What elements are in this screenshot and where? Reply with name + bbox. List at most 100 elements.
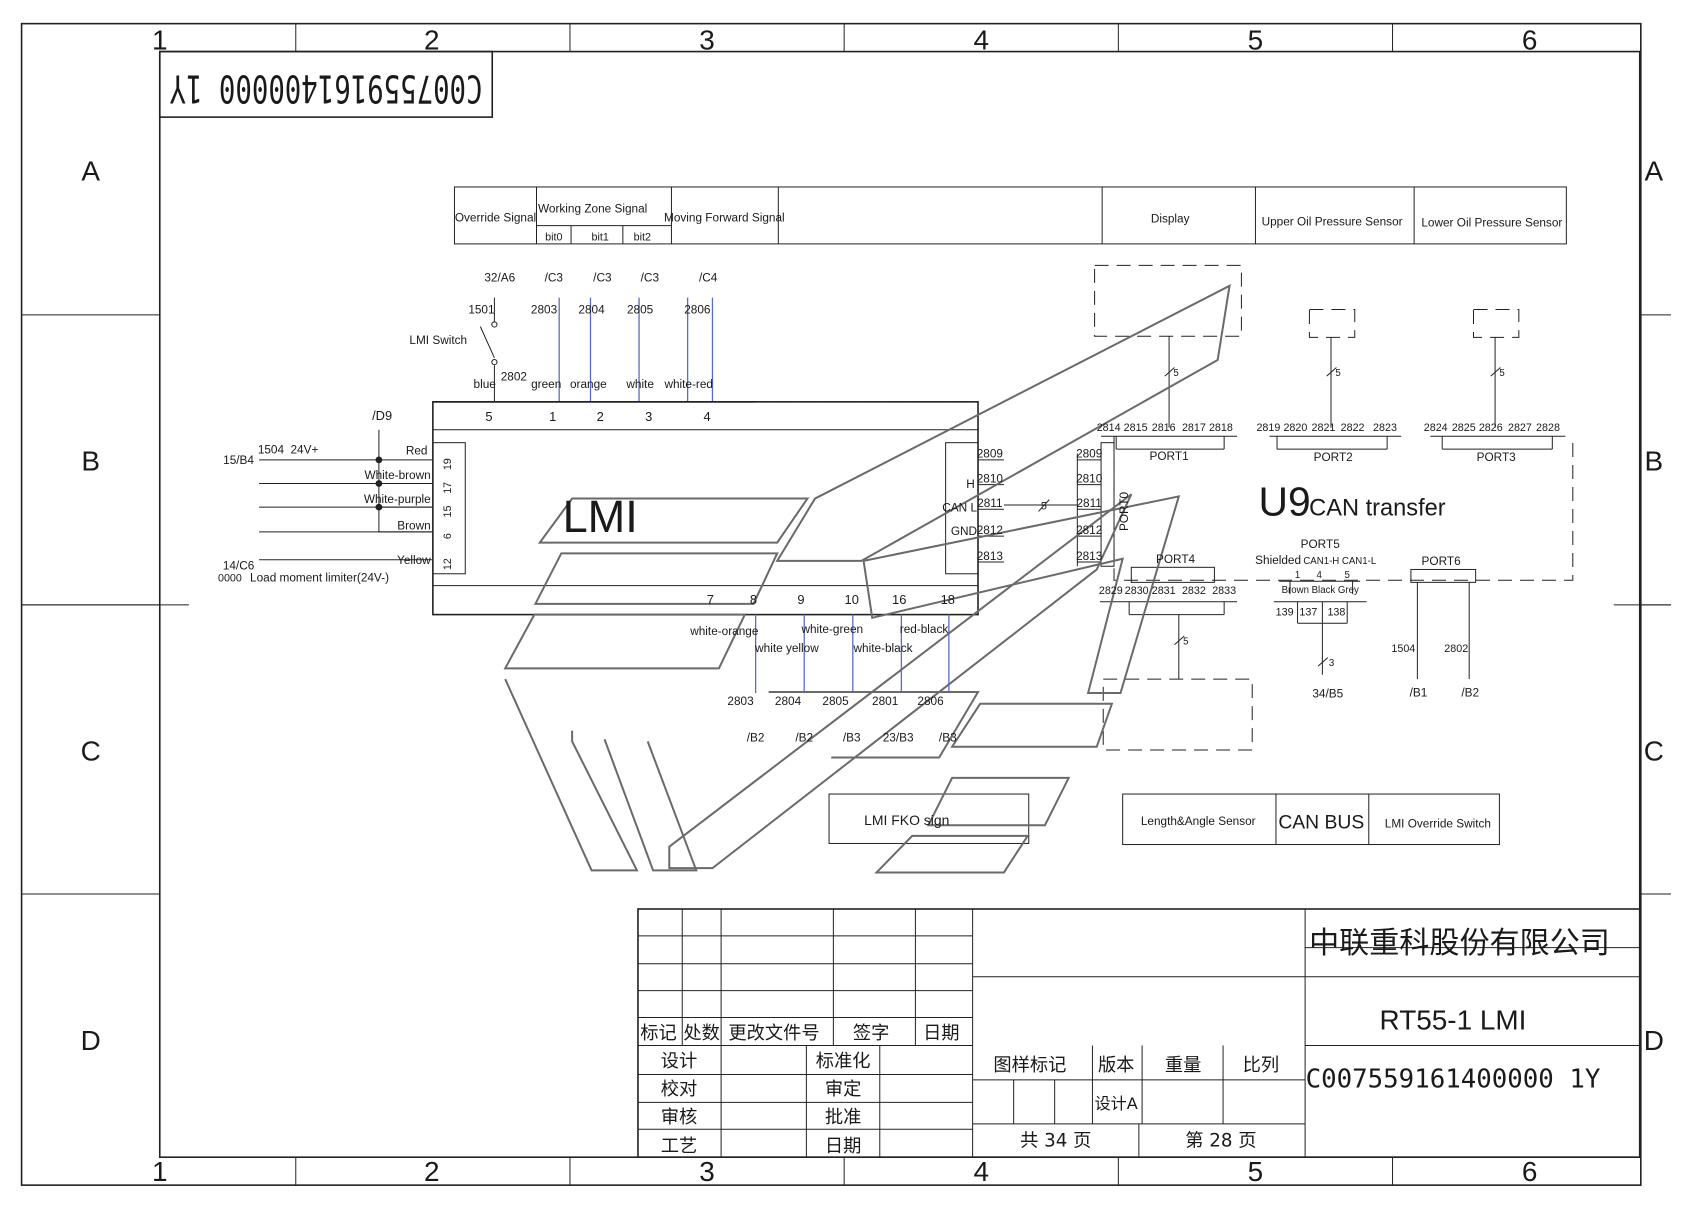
bottom-reference: /B3 [939, 730, 957, 744]
port4-pin: 2830 [1125, 585, 1149, 597]
port6-ref: /B2 [1461, 685, 1479, 699]
can-h-label: H [966, 477, 975, 491]
port2-pin: 2823 [1373, 422, 1397, 434]
approval-label: 校对 [661, 1079, 698, 1100]
port5-wire: 137 [1299, 607, 1317, 619]
bottom-wire-number: 2803 [727, 694, 754, 708]
column-number-bottom: 2 [424, 1156, 440, 1187]
lmi-top-pin: 2 [597, 409, 604, 424]
port5-wire: 138 [1327, 607, 1345, 619]
ref-15-b4: 15/B4 [223, 453, 254, 467]
cable-count: 5 [1183, 637, 1188, 648]
left-wire-color: White-brown [364, 468, 430, 482]
row-letter-right: D [1644, 1025, 1664, 1056]
wire-line [1164, 367, 1175, 377]
logo-bar-6 [874, 834, 1030, 874]
approval-label: 日期 [825, 1136, 862, 1157]
column-number-top: 6 [1522, 24, 1538, 55]
upper-oil-connector [1308, 308, 1356, 338]
row-letter-right: C [1644, 736, 1664, 767]
approval-label: 设计 [661, 1051, 698, 1072]
port1-pin: 2817 [1182, 422, 1206, 434]
lmi-label: LMI [563, 491, 638, 542]
port5-pin: 5 [1345, 570, 1350, 581]
length-angle-label: Length&Angle Sensor [1141, 814, 1256, 828]
wire-color: blue [474, 377, 497, 391]
lmi-bottom-pin: 7 [707, 592, 714, 607]
approval-label: 批准 [825, 1107, 862, 1128]
port4-label: PORT4 [1156, 552, 1196, 566]
bottom-reference: /B2 [747, 730, 765, 744]
port4-pin: 2831 [1152, 585, 1176, 597]
top-wire-number: 1501 [468, 303, 494, 317]
can-pin: 2810 [977, 471, 1004, 485]
row-letter-right: A [1644, 156, 1663, 187]
cable-count: 5 [1335, 368, 1340, 379]
port3-pin: 2824 [1424, 422, 1448, 434]
port2-label: PORT2 [1314, 450, 1353, 464]
column-number-top: 3 [699, 24, 715, 55]
drawing-number: C007559161400000 1Y [1306, 1064, 1601, 1094]
port6-label: PORT6 [1422, 554, 1462, 568]
port4-pin: 2832 [1182, 585, 1206, 597]
lmi-bottom-pin: 16 [892, 592, 906, 607]
version-value: 设计A [1095, 1094, 1138, 1113]
bottom-wire-color: white-orange [689, 624, 759, 638]
switch-wire-number: 2802 [501, 369, 527, 383]
lmi-bottom-pin: 8 [750, 592, 757, 607]
bottom-wire-number: 2805 [822, 694, 849, 708]
can-pin: 2811 [977, 496, 1002, 510]
column-number-top: 1 [152, 24, 168, 55]
top-wire-number: 2805 [627, 303, 654, 317]
lmi-top-pin: 1 [549, 409, 556, 424]
drawing-title: RT55-1 LMI [1380, 1004, 1527, 1035]
wire-color: orange [570, 377, 607, 391]
override-signal-label: Override Signal [455, 210, 536, 224]
bottom-wire-number: 2804 [775, 694, 802, 708]
port4-header [1130, 566, 1215, 583]
port0-pin: 2809 [1076, 447, 1102, 461]
top-wire-number: 2806 [684, 303, 711, 317]
ref-34-b5: 34/B5 [1312, 686, 1343, 700]
port0-pin: 2812 [1076, 523, 1102, 537]
column-number-top: 4 [973, 24, 989, 55]
logo-stroke-c [668, 493, 1133, 870]
column-number-bottom: 6 [1522, 1156, 1538, 1187]
logo-arm-2 [603, 738, 698, 872]
lmi-bottom-pin: 10 [845, 592, 859, 607]
port0-pin: 2810 [1076, 471, 1103, 485]
sensor-box-strip [1122, 793, 1500, 846]
shielded-label: Shielded [1255, 553, 1301, 567]
cable-count: 5 [1499, 368, 1504, 379]
logo-arm-1 [504, 678, 639, 872]
port2-pin: 2820 [1283, 422, 1307, 434]
port1-pin: 2815 [1124, 422, 1148, 434]
row-letter-left: A [81, 156, 100, 187]
port5-pin: 4 [1316, 570, 1322, 581]
port1-pin: 2818 [1209, 422, 1233, 434]
bottom-wire-color: white-black [853, 641, 913, 655]
port6-ref: /B1 [1410, 685, 1428, 699]
lmi-switch-contact [479, 326, 495, 359]
outer-border [20, 22, 1642, 1186]
can-pin: 2813 [977, 549, 1004, 563]
display-connector [1094, 264, 1242, 337]
lower-oil-label: Lower Oil Pressure Sensor [1421, 216, 1562, 230]
approval-label: 工艺 [661, 1136, 698, 1157]
port1-pin: 2816 [1152, 422, 1176, 434]
left-pin: 17 [442, 482, 454, 494]
port6-wire: 1504 [1391, 643, 1415, 655]
port0-pin: 2811 [1077, 496, 1102, 510]
watermark-logo [503, 284, 1231, 874]
left-pin: 19 [442, 458, 454, 470]
ref-14-c6: 14/C6 [223, 558, 255, 572]
port2-pin: 2819 [1256, 422, 1280, 434]
port0-pin: 2813 [1076, 549, 1103, 563]
port6-header [1410, 568, 1477, 583]
bottom-reference: /B3 [843, 730, 861, 744]
moving-forward-label: Moving Forward Signal [664, 210, 785, 224]
left-wire-color: White-purple [364, 492, 431, 506]
left-wire-color: Brown [397, 519, 430, 533]
port6-wire: 2802 [1444, 643, 1468, 655]
approval-label: 审定 [825, 1079, 862, 1100]
